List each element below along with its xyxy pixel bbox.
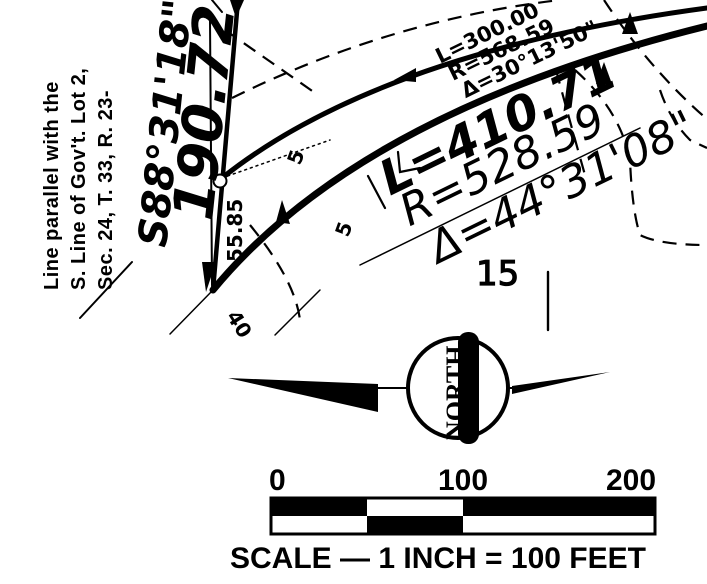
survey-note: Line parallel with the S. Line of Gov't.…: [41, 68, 117, 290]
scale-bar-segment: [271, 498, 367, 516]
segment-distance: 55.85: [223, 199, 247, 262]
north-arrow-right-tail: [512, 372, 610, 394]
scale-tick-0: 0: [269, 464, 286, 497]
curve-bracket: [366, 150, 422, 210]
arrow-top: [230, 0, 244, 18]
width-label-upper: 5: [282, 146, 309, 167]
arrow-outer-left: [394, 68, 416, 82]
tie-line-upper: [221, 139, 331, 179]
north-label: NORTH: [441, 346, 470, 440]
width-label-left: 40: [222, 306, 257, 342]
arrow-down-left: [202, 262, 216, 292]
dashed-lot-line-right-upper: [603, 0, 707, 121]
boundary-line-vertical: [210, 0, 241, 293]
dashed-lot-line-right: [574, 69, 707, 247]
scale-caption: SCALE — 1 INCH = 100 FEET: [230, 542, 646, 575]
arrow-right-up-2: [622, 12, 638, 34]
inner-row-line: [209, 22, 707, 294]
dashed-lot-line-mid: [554, 69, 587, 176]
tie-line-right: [274, 289, 321, 336]
offset-line: [211, 0, 223, 13]
scale-tick-200: 200: [606, 464, 656, 497]
monument-marker: [212, 173, 228, 189]
dashed-line-upper-left: [224, 29, 319, 96]
dashed-lot-line-inner: [658, 89, 707, 149]
lot-number: 15: [476, 254, 519, 294]
scale-tick-100: 100: [438, 464, 488, 497]
inner-curve-data: L=410.71 R=528.59 Δ=44°31'08": [371, 44, 704, 275]
arrowheads: [202, 0, 638, 292]
leader-line: [79, 261, 133, 319]
outer-row-line: [219, 5, 707, 181]
survey-note-line3: Sec. 24, T. 33, R. 23-: [95, 90, 117, 290]
width-label-lower: 5: [330, 218, 357, 239]
row-lines: [79, 0, 707, 336]
arrow-inner: [276, 200, 290, 224]
scale-bar-segment: [367, 516, 463, 534]
north-arrow-needle: [458, 332, 479, 444]
north-arrow-left-tail: [228, 378, 378, 412]
survey-note-line1: Line parallel with the: [41, 81, 63, 290]
scale-bar: 0 100 200 SCALE — 1 INCH = 100 FEET: [230, 464, 657, 575]
survey-note-line2: S. Line of Gov't. Lot 2,: [68, 68, 90, 290]
tie-line-left: [169, 289, 214, 335]
arrow-right-up: [596, 62, 612, 84]
chord-line: [359, 127, 641, 266]
north-arrow: NORTH: [228, 332, 610, 444]
dashed-outer-arc: [231, 0, 561, 99]
dimension-line-left: [209, 19, 213, 286]
scale-bar-segment: [463, 498, 655, 516]
